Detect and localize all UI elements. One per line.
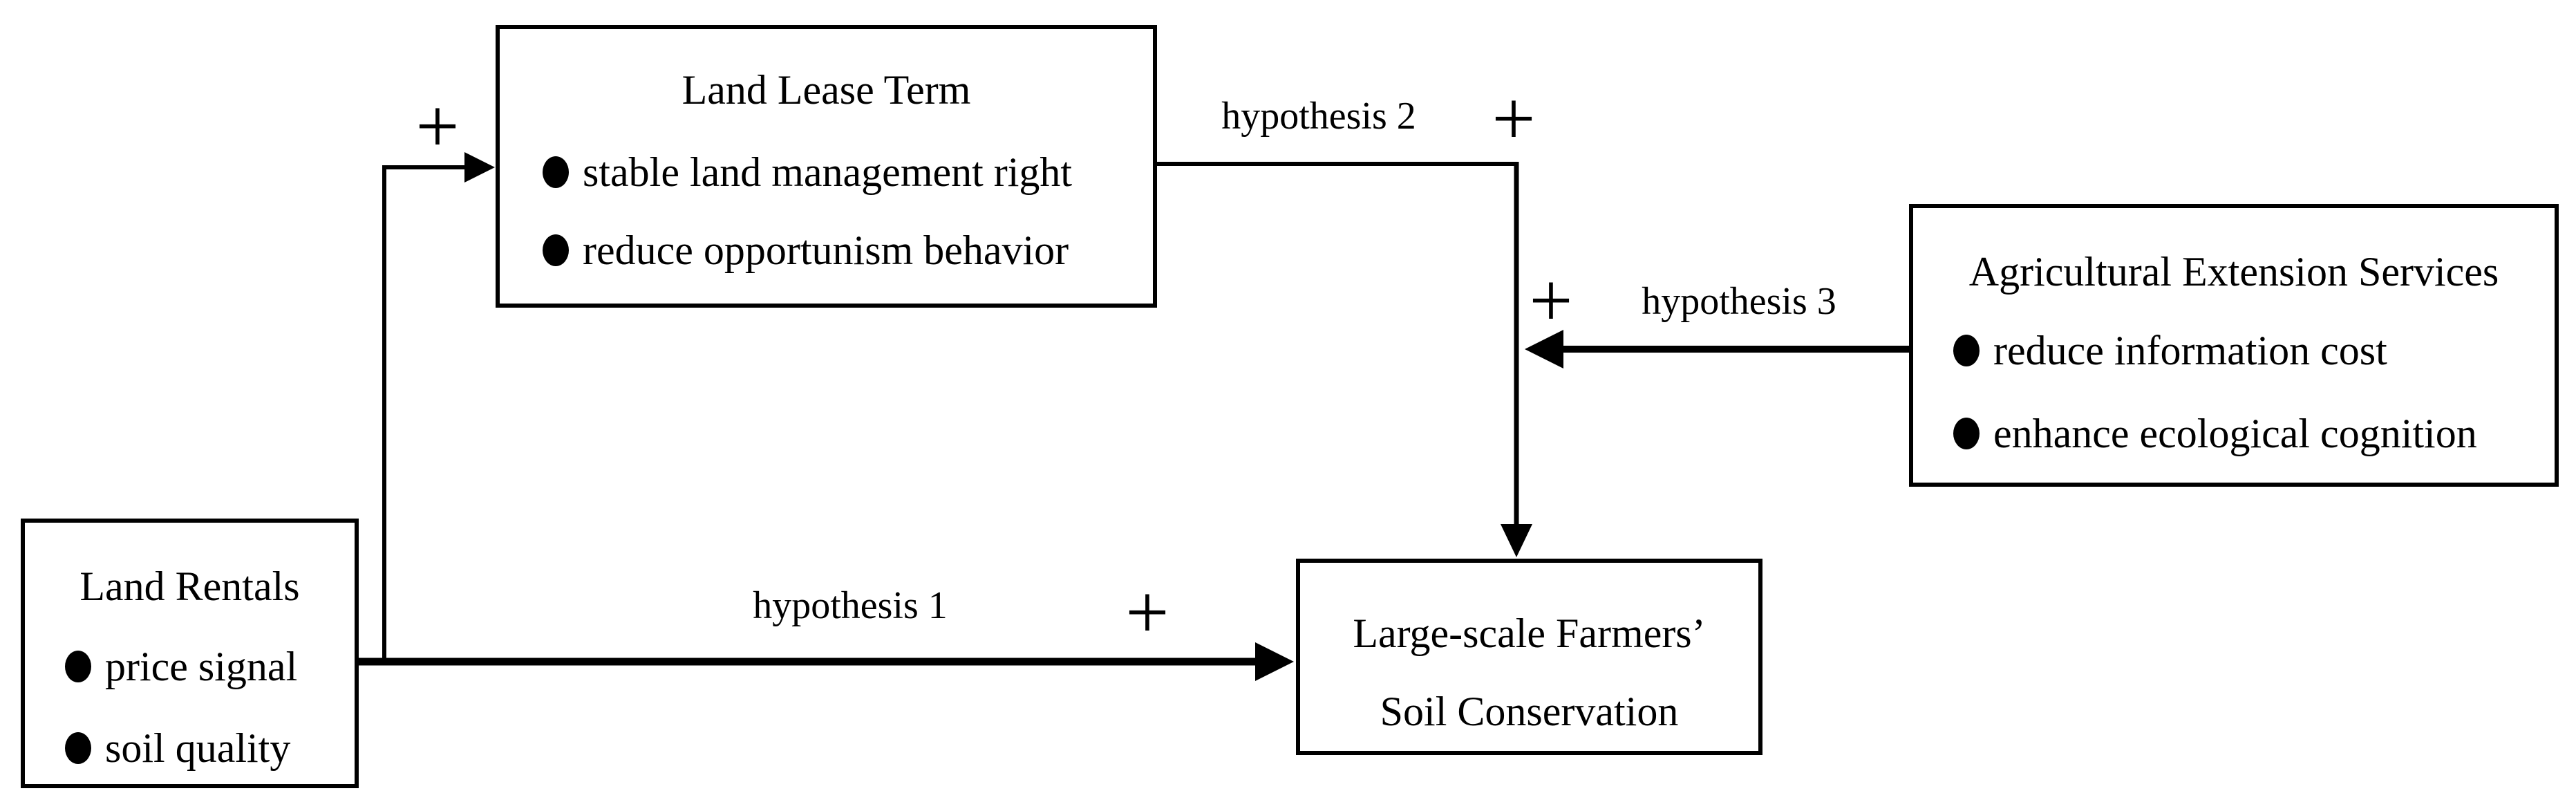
hypothesis2-arrowhead [1501, 524, 1532, 557]
hypothesis1-arrowhead [1255, 642, 1294, 681]
bullet-dot-icon [543, 234, 569, 266]
soil-conservation-title-line2: Soil Conservation [1380, 689, 1679, 734]
hypothesis2-label: hypothesis 2 [1221, 95, 1416, 138]
bullet-text: stable land management right [583, 149, 1073, 195]
plus-sign-lease-term: + [415, 84, 460, 169]
agricultural-extension-services-title: Agricultural Extension Services [1968, 249, 2499, 295]
bullet-text: enhance ecological cognition [1993, 411, 2477, 456]
bullet-dot-icon [65, 732, 91, 764]
bullet-text: price signal [105, 644, 298, 689]
hypothesis1-label: hypothesis 1 [753, 584, 948, 627]
bullet-dot-icon [65, 651, 91, 682]
list-item: stable land management right [543, 149, 1072, 195]
bullet-text: reduce opportunism behavior [583, 227, 1069, 273]
list-item: reduce information cost [1953, 328, 2387, 373]
list-item: reduce opportunism behavior [543, 227, 1069, 273]
land-rentals-title: Land Rentals [79, 563, 300, 609]
hypothesis3-arrowhead [1525, 330, 1563, 369]
bullet-dot-icon [543, 156, 569, 188]
bullet-text: reduce information cost [1993, 328, 2387, 373]
bullet-text: soil quality [105, 725, 291, 771]
list-item: price signal [65, 644, 297, 689]
plus-sign-hypothesis3: + [1529, 258, 1573, 344]
land-rentals-box: Land Rentals price signal soil quality [21, 519, 359, 788]
bullet-dot-icon [1953, 418, 1980, 449]
soil-conservation-title-line1: Large-scale Farmers’ [1353, 610, 1706, 656]
plus-sign-hypothesis1: + [1125, 570, 1169, 655]
plus-sign-hypothesis2: + [1492, 76, 1536, 162]
land-lease-term-box: Land Lease Term stable land management r… [496, 25, 1157, 308]
hypothesis3-label: hypothesis 3 [1642, 280, 1836, 323]
lease-term-arrowhead [464, 152, 495, 183]
list-item: enhance ecological cognition [1953, 411, 2477, 456]
agricultural-extension-services-box: Agricultural Extension Services reduce i… [1909, 204, 2559, 487]
land-lease-term-title: Land Lease Term [681, 67, 971, 113]
list-item: soil quality [65, 725, 290, 771]
soil-conservation-box: Large-scale Farmers’ Soil Conservation [1296, 559, 1762, 755]
bullet-dot-icon [1953, 335, 1980, 366]
